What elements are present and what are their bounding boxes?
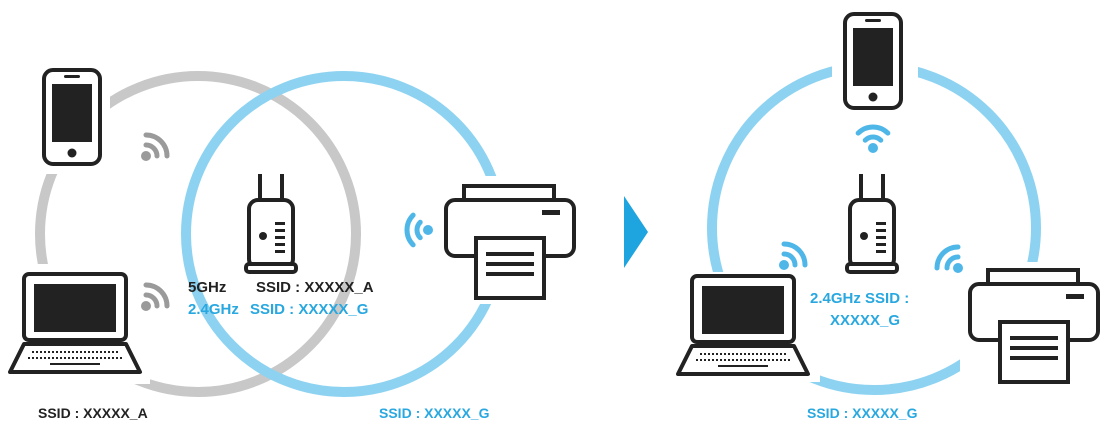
band-5ghz-label: 5GHz	[188, 279, 227, 296]
blue-circle-ssid-label: SSID : XXXXX_G	[379, 405, 490, 421]
smartphone-icon	[42, 68, 102, 166]
band-24ghz-ssid-label: SSID : XXXXX_G	[250, 301, 369, 318]
arrow-right-icon	[624, 196, 648, 268]
band-5ghz-ssid-label: SSID : XXXXX_A	[256, 279, 374, 296]
router-icon	[244, 172, 298, 274]
laptop-icon	[676, 274, 810, 376]
router-ssid-label: XXXXX_G	[830, 312, 901, 329]
router-band-label: 2.4GHz SSID :	[810, 290, 910, 307]
gray-circle-ssid-label: SSID : XXXXX_A	[38, 405, 148, 421]
band-24ghz-label: 2.4GHz	[188, 301, 239, 318]
wifi-waves-icon	[855, 118, 891, 154]
gray-ssid-circle	[35, 71, 361, 397]
laptop-icon	[8, 272, 142, 374]
wifi-waves-icon	[780, 244, 806, 270]
wifi-waves-icon	[398, 212, 434, 248]
router-icon	[845, 172, 899, 274]
smartphone-icon	[843, 12, 903, 110]
right-circle-ssid-label: SSID : XXXXX_G	[807, 405, 918, 421]
wifi-waves-icon	[142, 135, 168, 161]
wifi-waves-icon	[937, 247, 963, 273]
